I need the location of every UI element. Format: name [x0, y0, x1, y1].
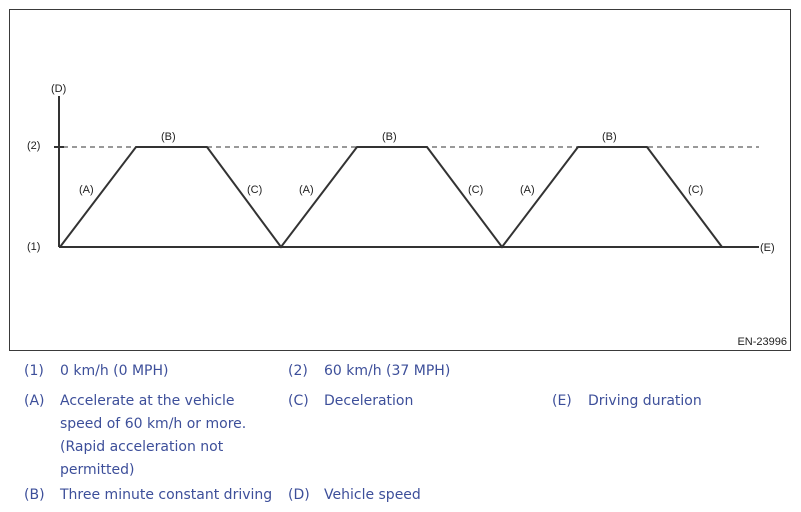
axis-y-label: (D)	[51, 83, 66, 95]
segment-a-label: (A)	[299, 184, 314, 196]
driving-pattern-diagram: (D) (E) (2) (1) (A) (B) (C) (A) (B) (C) …	[9, 9, 791, 351]
legend-text-line: speed of 60 km/h or more.	[60, 416, 247, 432]
segment-a-label: (A)	[520, 184, 535, 196]
legend-item-e: (E) Driving duration	[552, 390, 792, 413]
segment-a-label: (A)	[79, 184, 94, 196]
legend-text: Vehicle speed	[324, 487, 421, 503]
legend-text: Three minute constant driving	[60, 487, 273, 503]
legend-key: (E)	[552, 393, 572, 409]
speed-profile-line	[59, 146, 723, 249]
segment-b-label: (B)	[382, 131, 397, 143]
legend-item-1: (1) 0 km/h (0 MPH)	[24, 360, 274, 383]
legend-text: 60 km/h (37 MPH)	[324, 363, 451, 379]
segment-c-label: (C)	[247, 184, 262, 196]
legend-text-line: (Rapid acceleration not	[60, 439, 224, 455]
level-low-label: (1)	[27, 241, 40, 253]
legend-item-b: (B) Three minute constant driving	[24, 484, 286, 507]
legend-key: (1)	[24, 363, 44, 379]
segment-c-label: (C)	[468, 184, 483, 196]
axis-x-label: (E)	[760, 242, 775, 254]
legend-key: (B)	[24, 487, 45, 503]
legend-text-line: permitted)	[60, 462, 135, 478]
legend-text: Driving duration	[588, 393, 702, 409]
legend-key: (2)	[288, 363, 308, 379]
level-high-label: (2)	[27, 140, 40, 152]
legend-key: (D)	[288, 487, 310, 503]
legend-key: (C)	[288, 393, 309, 409]
segment-c-label: (C)	[688, 184, 703, 196]
segment-b-label: (B)	[161, 131, 176, 143]
legend-item-a: (A) Accelerate at the vehicle speed of 6…	[24, 390, 284, 482]
legend-item-c: (C) Deceleration	[288, 390, 538, 413]
legend-item-2: (2) 60 km/h (37 MPH)	[288, 360, 538, 383]
diagram-canvas: (D) (E) (2) (1) (A) (B) (C) (A) (B) (C) …	[27, 83, 775, 254]
figure-code: EN-23996	[737, 336, 787, 348]
legend-text: 0 km/h (0 MPH)	[60, 363, 169, 379]
segment-b-label: (B)	[602, 131, 617, 143]
legend-key: (A)	[24, 393, 45, 409]
legend-text: Deceleration	[324, 393, 414, 409]
legend-text-line: Accelerate at the vehicle	[60, 393, 235, 409]
legend-item-d: (D) Vehicle speed	[288, 484, 538, 507]
